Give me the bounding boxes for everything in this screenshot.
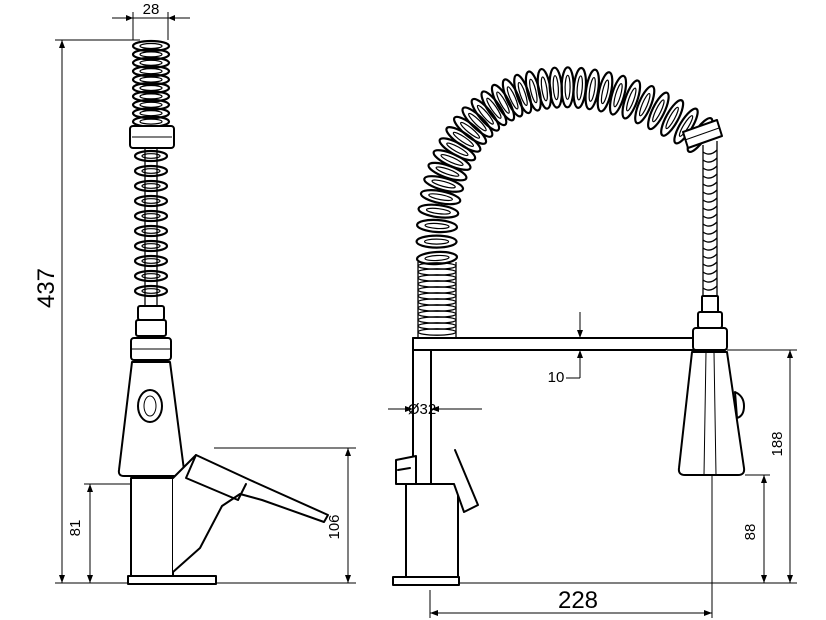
side-body: [130, 477, 174, 579]
front-right-hose: [702, 141, 718, 296]
dim-label-side-width: 28: [143, 1, 160, 18]
front-bar: [412, 337, 726, 351]
front-lever: [395, 455, 417, 485]
dimension-column-diameter: Ø32: [388, 398, 482, 418]
dimension-lever-height: 106: [214, 447, 356, 584]
front-view: Ø32 10 228 188: [388, 66, 797, 618]
dimension-base-height: 81: [67, 483, 131, 583]
dim-label-reach: 228: [558, 587, 598, 614]
dim-label-bar-thickness: 10: [548, 369, 565, 386]
dimension-reach: 228: [429, 475, 713, 618]
dimension-head-height: 188: [459, 349, 797, 584]
dim-label-head-height: 188: [769, 431, 786, 456]
side-base: [127, 575, 217, 585]
side-hose: [133, 148, 169, 306]
dim-label-lever-height: 106: [326, 514, 343, 539]
dim-label-base-height: 81: [67, 520, 84, 537]
front-base: [392, 576, 460, 586]
side-lever: [172, 454, 329, 573]
front-spray-head: [677, 351, 746, 476]
side-head-button: [137, 389, 163, 423]
dimension-head-bottom-height: 88: [742, 474, 770, 583]
front-left-hose: [417, 262, 457, 338]
dim-label-column-diameter: Ø32: [408, 401, 436, 418]
side-spring: [131, 39, 171, 128]
dim-label-head-bottom-height: 88: [742, 524, 759, 541]
front-head-button: [734, 391, 745, 419]
side-view: 28 437: [33, 1, 356, 585]
dimension-side-width: 28: [112, 1, 190, 40]
dim-label-total-height: 437: [33, 268, 60, 308]
front-arch-spring: [415, 66, 714, 266]
front-body: [405, 483, 459, 579]
dimension-bar-thickness: 10: [548, 312, 583, 386]
dimension-total-height: 437: [33, 39, 140, 584]
